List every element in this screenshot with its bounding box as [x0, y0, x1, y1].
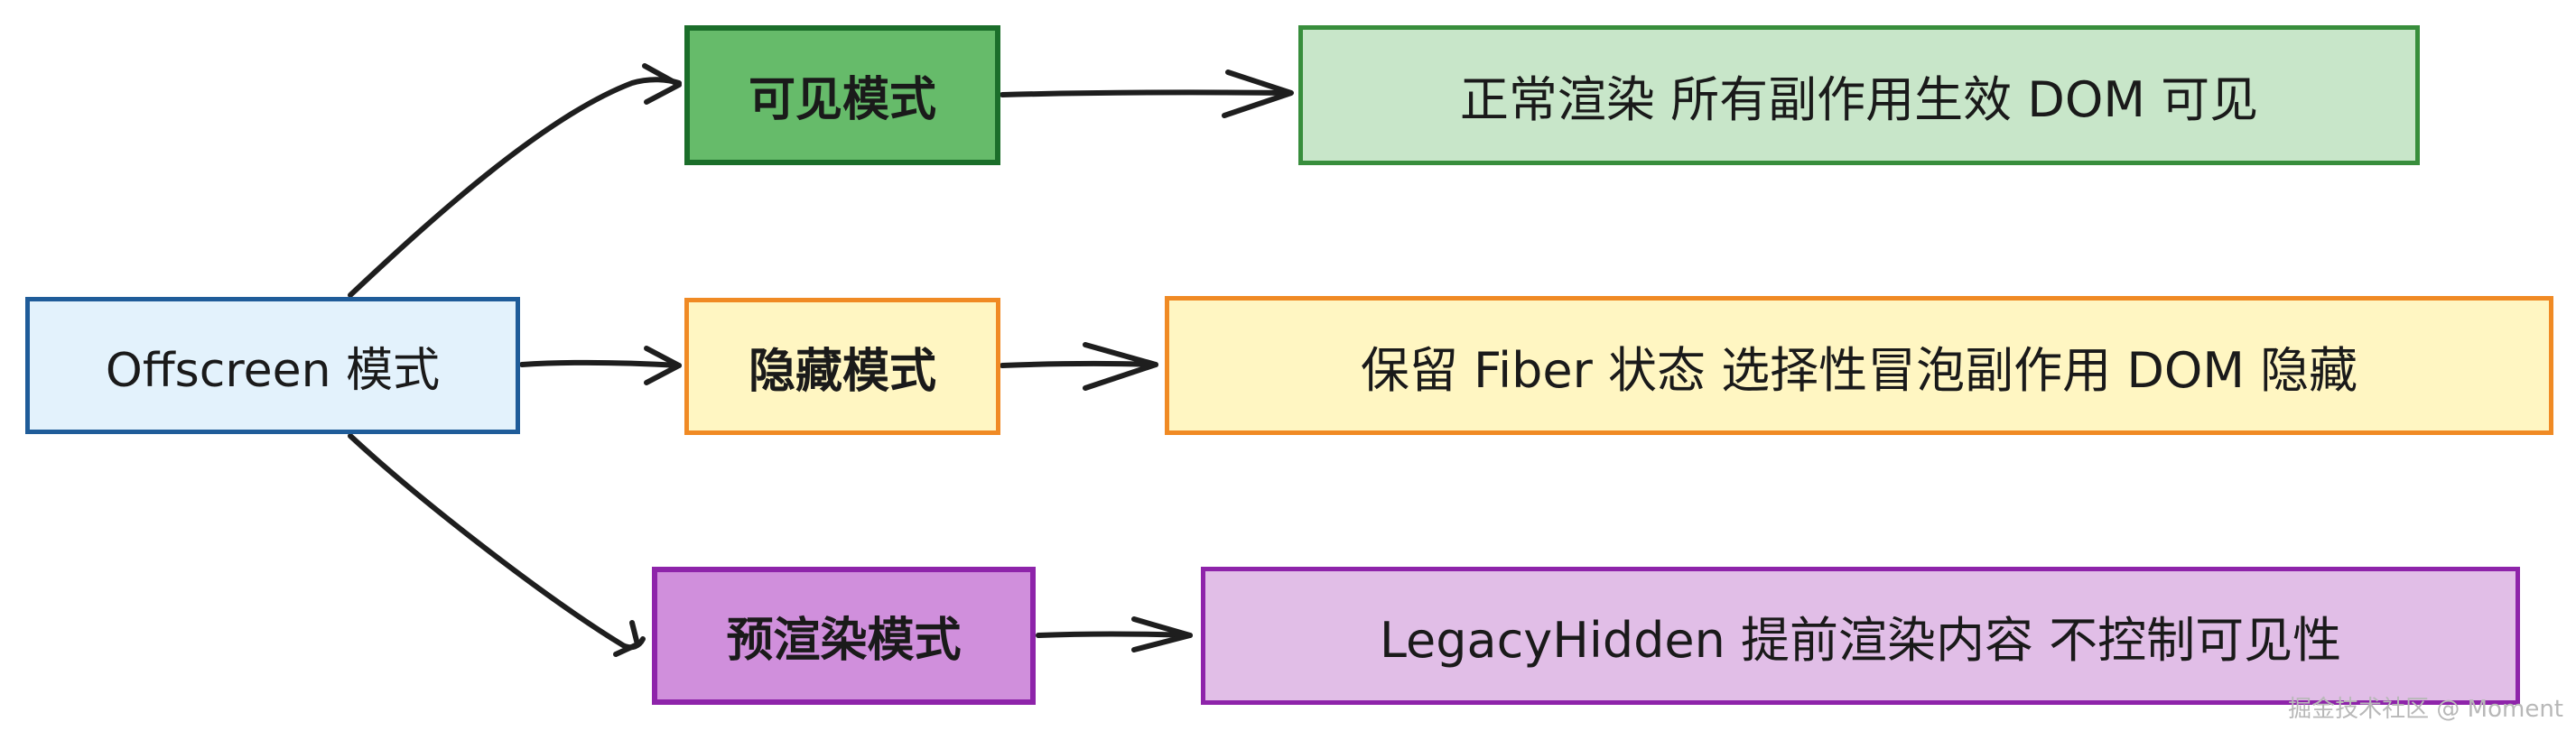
arrow-root-to-hidden [519, 346, 682, 385]
hidden-mode-label: 隐藏模式 [748, 344, 936, 399]
visible-mode-label: 可见模式 [748, 73, 936, 127]
arrow-root-to-prerender [348, 433, 646, 657]
arrow-prerender-to-description [1036, 616, 1193, 652]
hidden-mode-description: 保留 Fiber 状态 选择性冒泡副作用 DOM 隐藏 [1360, 341, 2358, 399]
visible-mode-description-node: 正常渲染 所有副作用生效 DOM 可见 [1298, 25, 2420, 165]
prerender-mode-description: LegacyHidden 提前渲染内容 不控制可见性 [1379, 612, 2342, 669]
prerender-mode-label: 预渲染模式 [726, 614, 962, 668]
offscreen-mode-node: Offscreen 模式 [25, 297, 520, 434]
visible-mode-node: 可见模式 [684, 25, 1000, 165]
hidden-mode-node: 隐藏模式 [684, 298, 1000, 435]
prerender-mode-description-node: LegacyHidden 提前渲染内容 不控制可见性 [1201, 567, 2520, 705]
watermark: 掘金技术社区 @ Moment [2288, 696, 2563, 723]
arrow-hidden-to-description [1000, 342, 1158, 391]
hidden-mode-description-node: 保留 Fiber 状态 选择性冒泡副作用 DOM 隐藏 [1165, 296, 2553, 435]
prerender-mode-node: 预渲染模式 [652, 567, 1036, 705]
visible-mode-description: 正常渲染 所有副作用生效 DOM 可见 [1459, 71, 2259, 128]
offscreen-mode-label: Offscreen 模式 [105, 343, 441, 398]
arrow-visible-to-description [1000, 69, 1294, 118]
arrow-root-to-visible [348, 63, 682, 298]
